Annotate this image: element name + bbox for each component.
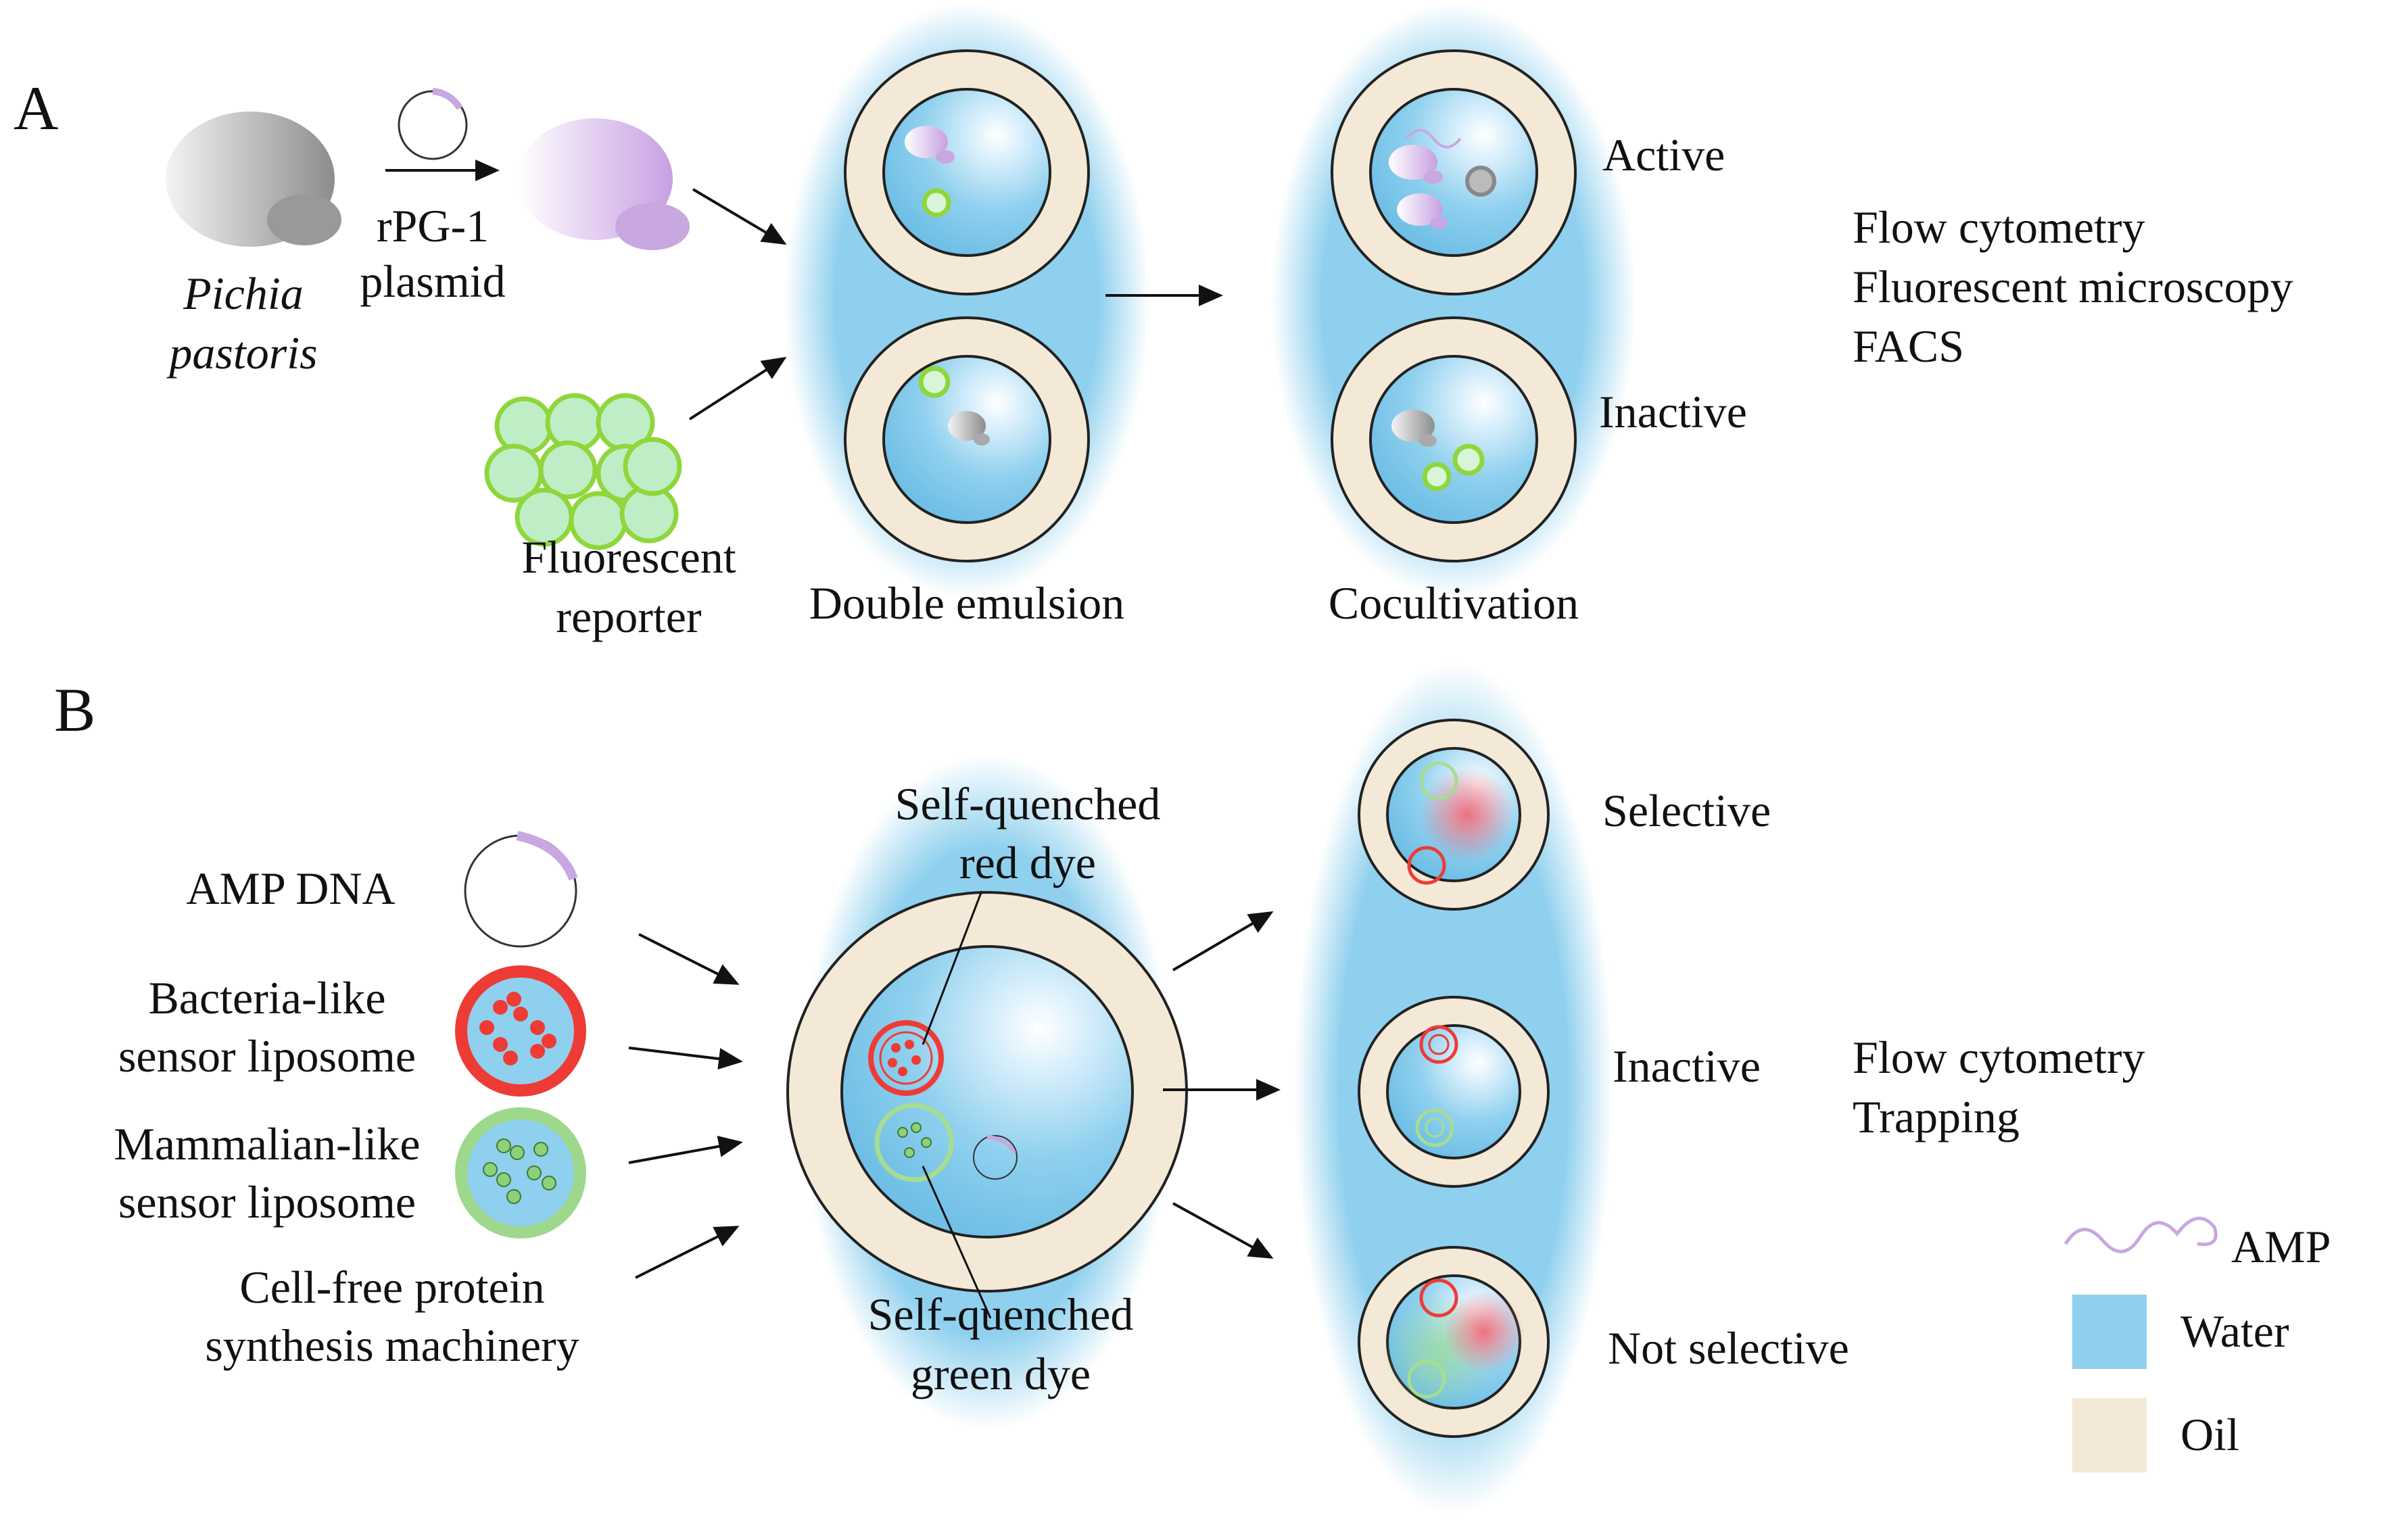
bacteria-like-liposome-icon bbox=[455, 965, 586, 1097]
method-b-trapping: Trapping bbox=[1853, 1091, 2020, 1142]
panel-a-letter: A bbox=[14, 74, 59, 143]
amp-dna-arrow bbox=[638, 933, 740, 985]
method-a-fluorescent-microscopy: Fluorescent microscopy bbox=[1853, 261, 2293, 312]
legend-water-label: Water bbox=[2180, 1305, 2289, 1357]
double-emulsion-label: Double emulsion bbox=[809, 577, 1125, 629]
inactive-label-a: Inactive bbox=[1599, 386, 1747, 437]
method-a-flow-cytometry: Flow cytometry bbox=[1853, 201, 2145, 253]
oil-swatch bbox=[2072, 1398, 2147, 1472]
red-dye-label-line2: red dye bbox=[959, 837, 1096, 888]
not-selective-arrow bbox=[1172, 1202, 1274, 1259]
outcome-inactive-label: Inactive bbox=[1613, 1040, 1761, 1092]
panel-b-letter: B bbox=[54, 675, 96, 744]
central-droplet bbox=[786, 754, 1188, 1430]
yeast-to-emulsion-arrow bbox=[692, 188, 787, 245]
reporter-label-line2: reporter bbox=[556, 591, 702, 642]
amp-legend-icon bbox=[2064, 1216, 2218, 1253]
cocultivation-column bbox=[1271, 3, 1636, 598]
legend-amp-label: AMP bbox=[2231, 1221, 2331, 1272]
cell-free-label-line1: Cell-free protein bbox=[239, 1261, 545, 1313]
mammalian-label-line1: Mammalian-like bbox=[114, 1118, 421, 1170]
water-swatch bbox=[2072, 1295, 2147, 1369]
fluorescent-reporter-cluster bbox=[484, 393, 682, 550]
method-a-facs: FACS bbox=[1853, 320, 1965, 372]
reporter-to-emulsion-arrow bbox=[688, 356, 787, 420]
plasmid-icon bbox=[398, 88, 468, 160]
bacteria-label-line1: Bacteria-like bbox=[148, 972, 386, 1024]
outcome-selective-label: Selective bbox=[1602, 785, 1771, 836]
red-dye-label-line1: Self-quenched bbox=[895, 778, 1161, 829]
outcome-not-selective-label: Not selective bbox=[1608, 1322, 1849, 1374]
amp-dna-label: AMP DNA bbox=[186, 863, 396, 914]
double-emulsion-column bbox=[784, 3, 1149, 598]
plasmid-label-line2: plasmid bbox=[360, 256, 506, 307]
plasmid-label-line1: rPG-1 bbox=[376, 200, 490, 251]
legend-swatches bbox=[2064, 1216, 2218, 1472]
legend-oil-label: Oil bbox=[2180, 1409, 2239, 1460]
selective-arrow bbox=[1172, 911, 1274, 971]
method-b-flow-cytometry: Flow cytometry bbox=[1853, 1032, 2145, 1083]
green-dye-label-line1: Self-quenched bbox=[867, 1289, 1134, 1340]
outcome-column bbox=[1295, 663, 1613, 1514]
cell-free-arrow bbox=[635, 1226, 740, 1279]
species-label-line2: pastoris bbox=[169, 327, 318, 379]
gray-yeast-icon bbox=[166, 112, 341, 247]
amp-dna-plasmid-icon bbox=[464, 831, 578, 948]
purple-yeast-icon bbox=[517, 118, 690, 250]
cell-free-label-line2: synthesis machinery bbox=[205, 1320, 579, 1371]
mammalian-like-liposome-icon bbox=[455, 1107, 586, 1238]
mammalian-label-line2: sensor liposome bbox=[118, 1176, 416, 1228]
bacteria-label-line2: sensor liposome bbox=[118, 1030, 416, 1082]
active-label: Active bbox=[1602, 129, 1725, 181]
species-label-line1: Pichia bbox=[183, 268, 304, 319]
cocultivation-label: Cocultivation bbox=[1328, 577, 1579, 629]
bacteria-liposome-arrow bbox=[628, 1046, 743, 1070]
mammalian-liposome-arrow bbox=[628, 1135, 743, 1164]
green-dye-label-line2: green dye bbox=[910, 1348, 1091, 1399]
reporter-label-line1: Fluorescent bbox=[521, 531, 736, 583]
